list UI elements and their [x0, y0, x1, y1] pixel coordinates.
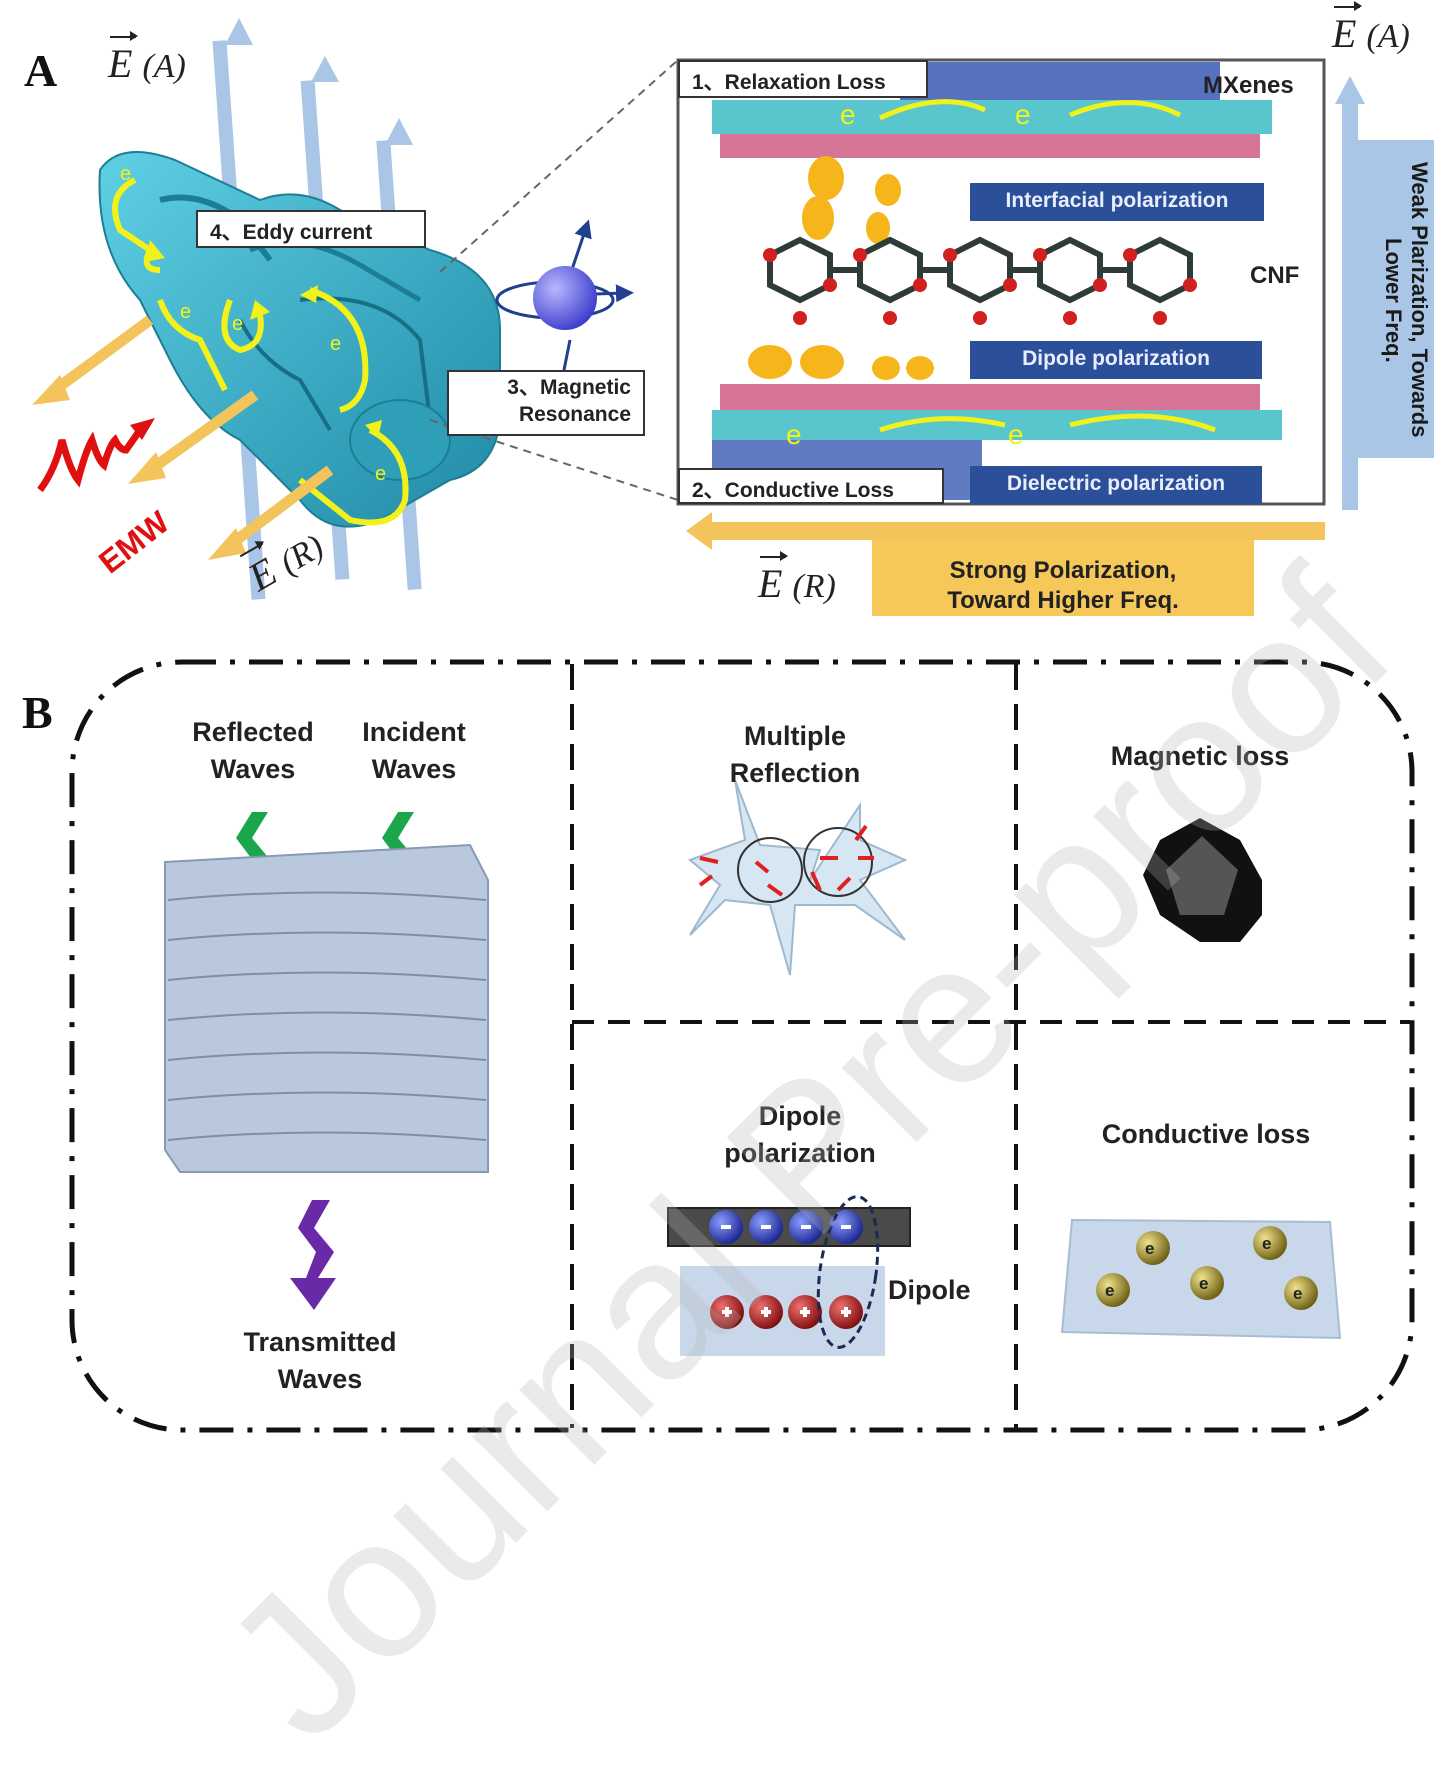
- svg-text:e: e: [1262, 1234, 1271, 1253]
- reflected-waves-label: Reflected Waves: [178, 714, 328, 788]
- svg-text:e: e: [330, 333, 341, 355]
- eddy-arrowheads: [145, 240, 382, 438]
- conductive-loss-title: Conductive loss: [1101, 1119, 1311, 1149]
- dipole-illustration: [667, 1195, 911, 1356]
- field-reflected-bottom-sub: (R): [792, 568, 836, 605]
- outer-frame: [69, 659, 1415, 1433]
- electron-labels: e e e e e: [1105, 1234, 1302, 1303]
- reflected-arrow: [32, 315, 154, 405]
- svg-text:e: e: [1008, 419, 1024, 450]
- field-absorbed-right-sub: (A): [1366, 18, 1410, 55]
- eddy-loop: [112, 177, 161, 273]
- mxene-top-atoms: [712, 100, 1272, 158]
- multiple-reflection-foam: [688, 779, 908, 976]
- dipole-ellipse: [816, 1195, 880, 1349]
- magnetic-loss-title: Magnetic loss: [1110, 741, 1290, 771]
- transmitted-waves-label: Transmitted Waves: [220, 1324, 420, 1398]
- interfacial-polarization-label: Interfacial polarization: [970, 183, 1264, 221]
- incident-waves-line2: Waves: [371, 754, 457, 784]
- eddy-loop: [157, 298, 228, 392]
- eddy-current-loops: [112, 177, 409, 526]
- transmitted-waves-line2: Waves: [277, 1364, 363, 1394]
- incident-waves-line1: Incident: [362, 717, 466, 747]
- emw-wave-icon: [37, 427, 143, 493]
- reflected-waves-line2: Waves: [210, 754, 296, 784]
- svg-text:e: e: [786, 419, 802, 450]
- dipole-label: Dipole: [888, 1275, 971, 1305]
- conductive-loss-label: 2、Conductive Loss: [678, 468, 944, 504]
- svg-text:e: e: [120, 163, 131, 185]
- svg-text:e: e: [1145, 1239, 1154, 1258]
- dipole-polarization-line2: polarization: [724, 1138, 876, 1168]
- reflected-waves-line1: Reflected: [192, 717, 314, 747]
- panel-b-frame: e e e e e: [69, 659, 1415, 1433]
- multiple-reflection-line2: Reflection: [729, 758, 861, 788]
- cnf-label: CNF: [1250, 262, 1300, 289]
- free-electrons: [1096, 1226, 1318, 1310]
- svg-text:e: e: [180, 301, 191, 323]
- transmitted-waves-line1: Transmitted: [243, 1327, 397, 1357]
- reflected-arrow: [128, 390, 259, 484]
- mxene-top-layer: [900, 62, 1220, 100]
- electron-symbols: e e e e e: [120, 163, 386, 485]
- strong-polarization-box: Strong Polarization, Toward Higher Freq.: [872, 540, 1254, 616]
- dipole-polarization-line1: Dipole: [758, 1101, 842, 1131]
- strong-polarization-line1: Strong Polarization,: [949, 557, 1177, 584]
- magnetic-particle-icon: [1143, 818, 1262, 942]
- mxenes-label: MXenes: [1203, 72, 1294, 99]
- charge-signs: [721, 1225, 851, 1317]
- field-absorbed-label: E (A): [108, 31, 186, 87]
- magnetic-resonance-label: 3、Magnetic Resonance: [447, 370, 645, 436]
- dipole-polarization-title: Dipole polarization: [700, 1098, 900, 1172]
- magnetic-resonance-line1: 3、Magnetic: [507, 376, 631, 399]
- field-reflected-bottom-label: E (R): [758, 551, 836, 607]
- reflected-arrow: [208, 465, 334, 560]
- field-absorbed-right-symbol: E: [1332, 1, 1363, 56]
- field-absorbed-right-label: E (A): [1332, 1, 1410, 57]
- svg-text:e: e: [1199, 1274, 1208, 1293]
- reflected-field-arrows: [32, 315, 334, 560]
- weak-polarization-text: Weak Plarization, Towards Lower Freq.: [1381, 162, 1432, 438]
- magnetic-resonance-line2: Resonance: [518, 403, 631, 426]
- inset-electrons: e e e e: [786, 99, 1031, 450]
- magnetic-spin-icon: [495, 219, 634, 381]
- cnf-oxygen-atoms: [763, 248, 1197, 325]
- weak-polarization-arrow: [1335, 76, 1434, 510]
- strong-polarization-line2: Toward Higher Freq.: [947, 587, 1179, 614]
- field-absorbed-sub: (A): [142, 48, 186, 85]
- panel-b-letter: B: [22, 687, 53, 738]
- svg-text:e: e: [1105, 1281, 1114, 1300]
- multiple-reflection-title: Multiple Reflection: [690, 718, 900, 792]
- svg-text:e: e: [375, 463, 386, 485]
- eddy-current-label: 4、Eddy current: [196, 210, 426, 248]
- electron-flow-arrows: [878, 99, 1216, 433]
- field-absorbed-symbol: E: [108, 31, 139, 86]
- zoom-line-top: [439, 59, 679, 273]
- eddy-loop: [309, 287, 369, 413]
- eddy-loop: [221, 298, 264, 354]
- strong-polarization-arrow: [686, 512, 1325, 550]
- conductive-illustration: e e e e e: [1060, 1218, 1342, 1340]
- relaxation-loss-label: 1、Relaxation Loss: [678, 60, 928, 98]
- field-reflected-bottom-symbol: E: [758, 551, 789, 606]
- svg-text:e: e: [840, 99, 856, 130]
- dipole-blobs: [748, 156, 934, 380]
- layered-foam-block: [164, 843, 489, 1173]
- svg-text:e: e: [232, 313, 243, 335]
- svg-text:e: e: [1015, 99, 1031, 130]
- emw-arrowhead-icon: [130, 418, 155, 440]
- panel-a-letter: A: [24, 45, 58, 96]
- multiple-reflection-line1: Multiple: [744, 721, 846, 751]
- transmitted-wave-arrow-icon: [290, 1200, 336, 1310]
- dielectric-polarization-label: Dielectric polarization: [970, 466, 1262, 504]
- svg-text:e: e: [1293, 1284, 1302, 1303]
- incident-waves-label: Incident Waves: [344, 714, 484, 788]
- eddy-loop: [298, 427, 409, 526]
- dipole-polarization-label: Dipole polarization: [970, 341, 1262, 379]
